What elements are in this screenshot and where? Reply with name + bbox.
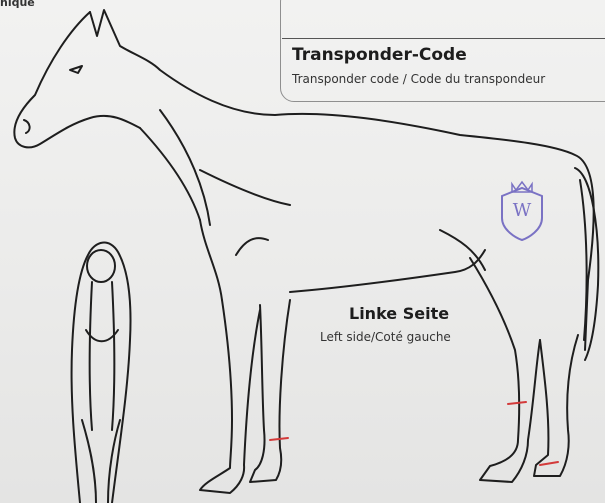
hind-leg-marking <box>508 402 526 404</box>
front-view-leg-line <box>82 420 96 503</box>
front-view-head <box>87 250 115 282</box>
front-view-blaze-right <box>112 282 114 430</box>
horse-throat-line <box>140 128 200 220</box>
hind-right-leg-marking <box>540 462 558 465</box>
horse-elbow-line <box>236 238 268 255</box>
horse-belly-line <box>290 250 485 292</box>
front-view-blaze-left <box>90 282 92 430</box>
stamp-letter: W <box>510 200 534 221</box>
horse-neck-crest-line <box>200 170 290 205</box>
horse-hind-left-leg <box>470 258 540 482</box>
horse-front-left-leg <box>200 300 260 493</box>
side-title: Linke Seite <box>349 304 449 323</box>
side-subtitle: Left side/Coté gauche <box>320 330 451 344</box>
horse-hip-line <box>440 230 485 270</box>
horse-eye <box>70 66 82 73</box>
horse-shoulder-line <box>160 110 210 225</box>
horse-hind-right-leg <box>534 335 578 476</box>
horse-nostril <box>24 120 30 133</box>
front-leg-marking <box>270 438 288 440</box>
horse-chest-outline <box>200 220 222 300</box>
horse-face-outline <box>14 12 140 147</box>
horse-tail-strand <box>580 180 587 340</box>
